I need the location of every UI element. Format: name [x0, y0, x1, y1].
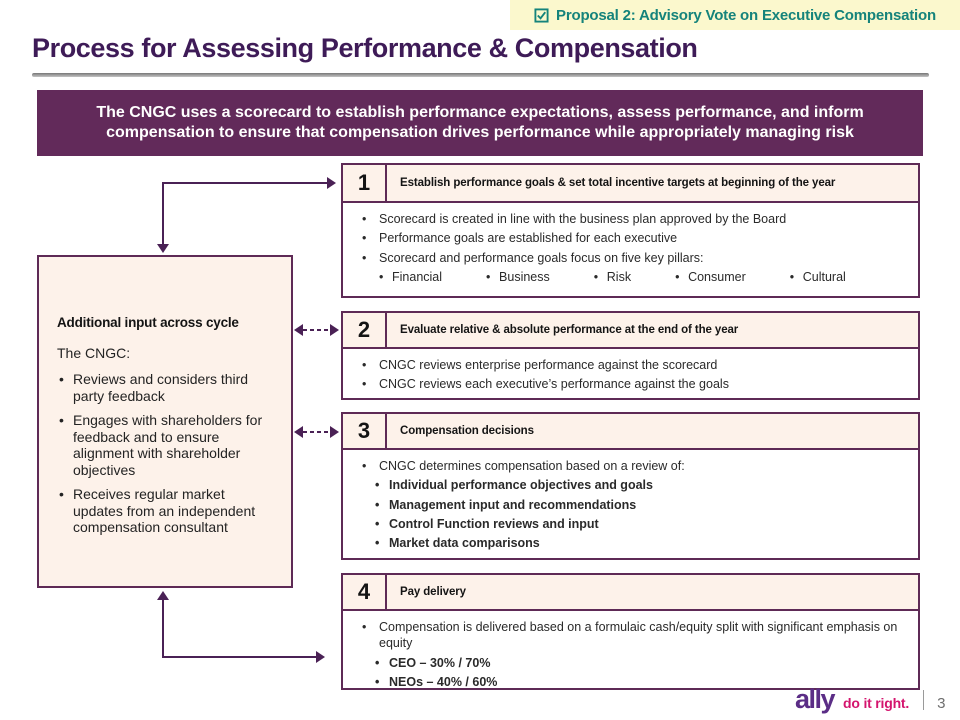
side-panel-intro: The CNGC:: [57, 345, 131, 361]
title-underline: [32, 73, 929, 77]
dashed-arrow-step2: [294, 324, 339, 336]
step-title: Establish performance goals & set total …: [400, 177, 836, 189]
step-body: Compensation is delivered based on a for…: [343, 611, 918, 697]
summary-banner: The CNGC uses a scorecard to establish p…: [37, 90, 923, 156]
pillar-item: Business: [486, 270, 550, 284]
step-header: 2 Evaluate relative & absolute performan…: [343, 313, 918, 349]
step-number: 3: [343, 414, 387, 448]
step-header: 1 Establish performance goals & set tota…: [343, 165, 918, 203]
footer: ally do it right. 3: [795, 686, 945, 713]
step-bullet: Scorecard is created in line with the bu…: [355, 211, 908, 228]
step-number: 4: [343, 575, 387, 609]
top-elbow-arrow: [157, 177, 336, 253]
step-box-4: 4 Pay delivery Compensation is delivered…: [341, 573, 920, 690]
pillar-item: Consumer: [675, 270, 746, 284]
step-sub-bullet: Management input and recommendations: [355, 497, 908, 514]
step-body: CNGC determines compensation based on a …: [343, 450, 918, 558]
step-header: 3 Compensation decisions: [343, 414, 918, 450]
step-bullet: Compensation is delivered based on a for…: [355, 619, 908, 652]
step-bullet: CNGC reviews each executive’s performanc…: [355, 376, 908, 393]
step-title: Evaluate relative & absolute performance…: [400, 324, 739, 336]
page-title: Process for Assessing Performance & Comp…: [32, 33, 698, 63]
pillar-item: Financial: [379, 270, 442, 284]
bottom-elbow-arrow: [157, 591, 325, 663]
step-body: Scorecard is created in line with the bu…: [343, 203, 918, 288]
step-bullet: Performance goals are established for ea…: [355, 230, 908, 247]
step-body: CNGC reviews enterprise performance agai…: [343, 349, 918, 400]
side-panel-bullet: Receives regular market updates from an …: [57, 486, 275, 536]
step-sub-bullet: Control Function reviews and input: [355, 516, 908, 533]
step-title: Compensation decisions: [400, 425, 534, 437]
footer-divider: [923, 689, 925, 710]
step-bullet: Scorecard and performance goals focus on…: [355, 250, 908, 267]
step-sub-bullet: NEOs – 40% / 60%: [355, 674, 908, 691]
step-box-1: 1 Establish performance goals & set tota…: [341, 163, 920, 298]
pillar-row: Financial Business Risk Consumer Cultura…: [379, 270, 908, 284]
proposal-banner-label: Proposal 2: Advisory Vote on Executive C…: [556, 6, 936, 24]
step-number: 1: [343, 165, 387, 201]
side-panel-heading: Additional input across cycle: [57, 315, 239, 330]
step-box-2: 2 Evaluate relative & absolute performan…: [341, 311, 920, 400]
step-box-3: 3 Compensation decisions CNGC determines…: [341, 412, 920, 560]
pillar-item: Risk: [594, 270, 631, 284]
step-sub-bullet: CEO – 30% / 70%: [355, 655, 908, 672]
proposal-banner: Proposal 2: Advisory Vote on Executive C…: [510, 0, 960, 30]
step-header: 4 Pay delivery: [343, 575, 918, 611]
step-sub-bullet: Market data comparisons: [355, 535, 908, 552]
step-sub-bullet: Individual performance objectives and go…: [355, 477, 908, 494]
checked-checkbox-icon: [534, 7, 549, 23]
page-number: 3: [937, 695, 946, 712]
side-panel-bullet: Engages with shareholders for feedback a…: [57, 412, 275, 478]
side-panel: Additional input across cycle The CNGC: …: [37, 255, 293, 588]
ally-logo: ally: [795, 684, 836, 714]
side-panel-bullet: Reviews and considers third party feedba…: [57, 371, 275, 404]
footer-tagline: do it right.: [843, 695, 910, 711]
step-bullet: CNGC determines compensation based on a …: [355, 458, 908, 475]
dashed-arrow-step3: [294, 426, 339, 438]
pillar-item: Cultural: [790, 270, 846, 284]
step-number: 2: [343, 313, 387, 347]
step-bullet: CNGC reviews enterprise performance agai…: [355, 357, 908, 374]
step-title: Pay delivery: [400, 586, 466, 598]
